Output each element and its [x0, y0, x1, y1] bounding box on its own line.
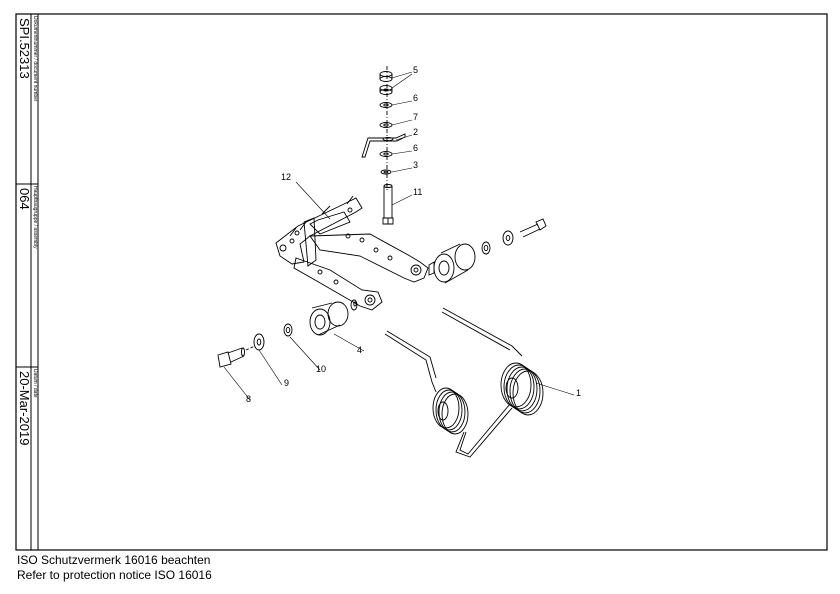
assembly-label: Hauptbaugruppe / assembly: [32, 186, 38, 249]
part-bolt-vertical: [382, 184, 394, 225]
part-washer-lower: [379, 151, 393, 157]
part-nut: [379, 71, 393, 95]
leader-lines: [223, 71, 575, 401]
part-bolt-left: [217, 345, 256, 368]
part-retaining-ring: [380, 169, 392, 175]
callout-1: 1: [576, 388, 581, 398]
assembly-number: 064: [17, 188, 32, 210]
date-label: Datum / date: [32, 369, 38, 398]
callout-labels: 5 6 7 2 6 3 11 12 1 4 10 9 8: [246, 65, 581, 404]
part-spring-tine: [384, 307, 544, 458]
callout-9: 9: [284, 378, 289, 388]
callout-11: 11: [413, 187, 422, 197]
callout-6-upper: 6: [413, 93, 418, 103]
callout-4: 4: [357, 345, 362, 355]
part-bushing-right: [428, 218, 547, 284]
callout-10: 10: [316, 364, 326, 374]
part-spring-washer: [379, 122, 393, 128]
callout-12: 12: [281, 172, 291, 182]
part-spacer: [283, 323, 293, 337]
exploded-parts-drawing: [217, 66, 575, 458]
drawing-border: [15, 13, 828, 551]
callout-2: 2: [413, 127, 418, 137]
callout-8: 8: [246, 394, 251, 404]
part-washer-upper: [379, 102, 393, 108]
part-frame-arm: [275, 195, 429, 311]
document-number-label: Dokumentnummer / document number: [32, 16, 38, 102]
protection-notice-en: Refer to protection notice ISO 16016: [17, 568, 212, 582]
callout-6-lower: 6: [413, 143, 418, 153]
part-bushing-left: [309, 299, 358, 336]
callout-5: 5: [413, 65, 418, 75]
callout-7: 7: [413, 112, 418, 122]
part-washer-large: [253, 333, 265, 351]
date-value: 20-Mar-2019: [17, 371, 32, 446]
document-number: SPI.52313: [17, 18, 32, 79]
callout-3: 3: [413, 160, 418, 170]
protection-notice-de: ISO Schutzvermerk 16016 beachten: [17, 553, 211, 567]
